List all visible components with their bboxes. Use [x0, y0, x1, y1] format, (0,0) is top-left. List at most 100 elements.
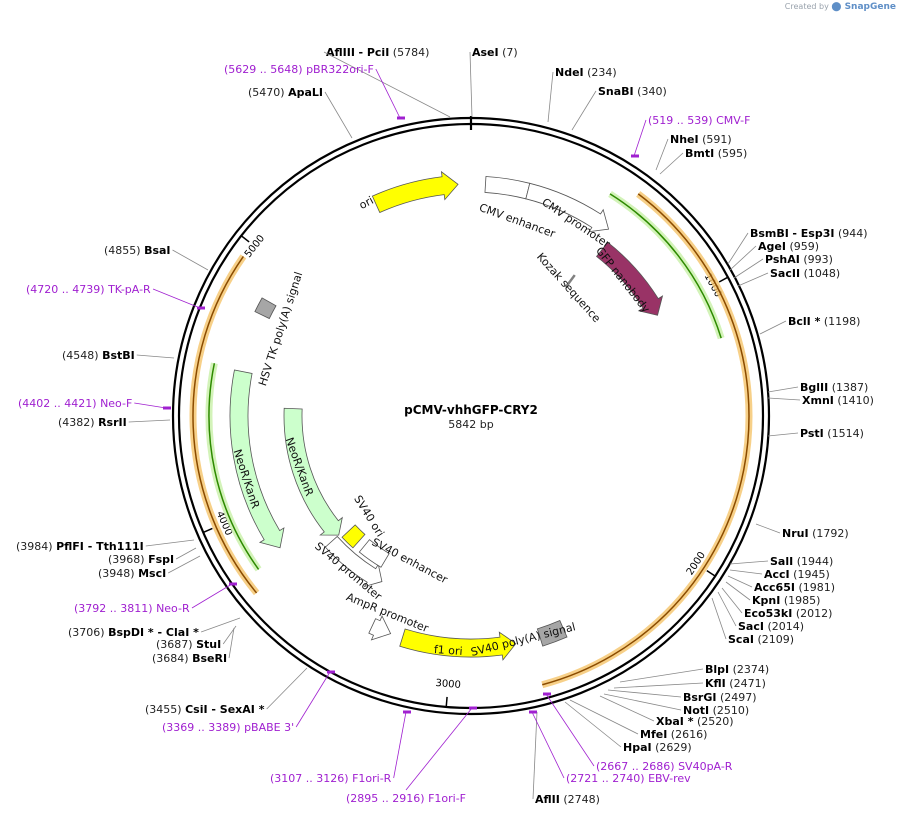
enzyme-site-blpi[interactable]: BlpI (2374) — [619, 663, 769, 683]
enzyme-position: (1514) — [827, 427, 864, 440]
feature-cmv-promoter[interactable] — [525, 182, 610, 233]
primer-pbabe-3[interactable]: (3369 .. 3389) pBABE 3' — [162, 670, 335, 735]
feature-ori[interactable] — [371, 170, 459, 214]
enzyme-position: (3455) — [145, 703, 182, 716]
primer-f1ori-r[interactable]: (3107 .. 3126) F1ori-R — [270, 710, 411, 786]
enzyme-site-afliii[interactable]: AflIII - PciI (5784) — [323, 46, 451, 118]
enzyme-label-eco53ki: Eco53kI (2012) — [744, 607, 832, 620]
enzyme-site-bglii[interactable]: BglII (1387) — [767, 381, 868, 394]
enzyme-site-sali[interactable]: SalI (1944) — [729, 555, 833, 568]
enzyme-site-xbai[interactable]: XbaI * (2520) — [599, 695, 734, 728]
enzyme-label-sali: SalI (1944) — [770, 555, 833, 568]
enzyme-site-stui[interactable]: (3687) StuI — [156, 625, 237, 651]
enzyme-leader-asei — [469, 51, 473, 118]
enzyme-site-bmti[interactable]: BmtI (595) — [659, 147, 747, 175]
enzyme-label-acci: AccI (1945) — [764, 568, 830, 581]
enzyme-site-pshai[interactable]: PshAI (993) — [733, 253, 833, 279]
enzyme-site-nhei[interactable]: NheI (591) — [655, 133, 732, 171]
enzyme-label-bcli: BclI * (1198) — [788, 315, 860, 328]
enzyme-site-snabi[interactable]: SnaBI (340) — [571, 85, 667, 131]
enzyme-name: PflFI — [56, 540, 84, 553]
enzyme-site-eco53ki[interactable]: Eco53kI (2012) — [721, 587, 832, 620]
enzyme-label-bsai: (4855) BsaI — [104, 244, 171, 257]
enzyme-site-bspdi[interactable]: (3706) BspDI * - ClaI * — [68, 617, 241, 639]
enzyme-site-nrui[interactable]: NruI (1792) — [755, 523, 849, 540]
enzyme-site-apali[interactable]: (5470) ApaLI — [248, 86, 353, 139]
tick-mark-1000 — [718, 276, 729, 283]
enzyme-site-ndei[interactable]: NdeI (234) — [547, 66, 617, 123]
feature-neor-kanr-outer[interactable] — [229, 369, 285, 549]
enzyme-label-msci: (3948) MscI — [98, 567, 166, 580]
enzyme-site-kfli[interactable]: KflI (2471) — [613, 677, 766, 690]
enzyme-name: AflII — [535, 793, 560, 806]
primer-neo-r[interactable]: (3792 .. 3811) Neo-R — [74, 582, 237, 616]
feature-sv40-enhancer[interactable] — [358, 539, 390, 568]
enzyme-site-pflfi[interactable]: (3984) PflFI - Tth111I — [16, 539, 195, 553]
enzyme-site-psti[interactable]: PstI (1514) — [767, 427, 864, 440]
enzyme-label-scai: ScaI (2109) — [728, 633, 794, 646]
enzyme-site-csii[interactable]: (3455) CsiI - SexAI * — [145, 667, 308, 716]
enzyme-position: (2510) — [713, 704, 750, 717]
enzyme-label-hpai: HpaI (2629) — [623, 741, 692, 754]
feature-kozak-sequence[interactable] — [564, 274, 576, 288]
feature-f1-ori[interactable] — [399, 628, 517, 661]
enzyme-site-kpni[interactable]: KpnI (1985) — [725, 581, 820, 607]
enzyme-label-pshai: PshAI (993) — [765, 253, 833, 266]
enzyme-site-sacii[interactable]: SacII (1048) — [737, 267, 840, 287]
enzyme-site-bstbi[interactable]: (4548) BstBI — [62, 349, 175, 362]
feature-sv40-promoter[interactable] — [324, 535, 383, 588]
primer-cmv-f[interactable]: (519 .. 539) CMV-F — [631, 114, 750, 158]
primer-mark-sv40pa-r — [543, 692, 551, 696]
feature-hsv-tk-poly-a-signal[interactable] — [254, 297, 277, 320]
created-by-text: Created by — [784, 2, 829, 11]
enzyme-site-hpai[interactable]: HpaI (2629) — [564, 701, 692, 754]
enzyme-site-rsrii[interactable]: (4382) RsrII — [58, 416, 171, 429]
enzyme-name: ApaLI — [288, 86, 323, 99]
enzyme-site-scai[interactable]: ScaI (2109) — [711, 597, 794, 646]
primer-mark-neo-r — [229, 582, 237, 586]
feature-sv40-ori[interactable] — [341, 524, 366, 549]
enzyme-site-asei[interactable]: AseI (7) — [469, 46, 518, 118]
enzyme-leader-noti — [603, 693, 682, 711]
enzyme-site-agei[interactable]: AgeI (959) — [729, 240, 819, 271]
enzyme-leader-xmni — [767, 397, 801, 401]
enzyme-label-bglii: BglII (1387) — [800, 381, 868, 394]
enzyme-site-bsai[interactable]: (4855) BsaI — [104, 244, 209, 271]
feature-neor-kanr-inner[interactable] — [283, 407, 343, 536]
primer-range: (3369 .. 3389) — [162, 721, 244, 734]
feature-cmv-enhancer[interactable] — [484, 176, 531, 200]
enzyme-label-afliii: AflIII - PciI (5784) — [326, 46, 429, 59]
enzyme-position: (2616) — [671, 728, 708, 741]
primer-f1ori-f[interactable]: (2895 .. 2916) F1ori-F — [346, 706, 477, 806]
enzyme-site-mfei[interactable]: MfeI (2616) — [569, 699, 708, 741]
enzyme-site-saci[interactable]: SacI (2014) — [717, 591, 804, 633]
enzyme-label-saci: SacI (2014) — [738, 620, 804, 633]
primer-range: (5629 .. 5648) — [224, 63, 306, 76]
enzyme-site-acc65i[interactable]: Acc65I (1981) — [727, 575, 835, 594]
enzyme-site-bsmbi[interactable]: BsmBI - Esp3I (944) — [727, 227, 868, 265]
enzyme-site-msci[interactable]: (3948) MscI — [98, 555, 201, 580]
enzyme-site-aflii[interactable]: AflII (2748) — [532, 711, 600, 806]
enzyme-site-bcli[interactable]: BclI * (1198) — [759, 315, 860, 335]
primer-sv40pa-r[interactable]: (2667 .. 2686) SV40pA-R — [543, 692, 733, 774]
primer-pbr322ori-f[interactable]: (5629 .. 5648) pBR322ori-F — [224, 63, 405, 120]
enzyme-label-snabi: SnaBI (340) — [598, 85, 667, 98]
enzyme-label-nhei: NheI (591) — [670, 133, 732, 146]
feature-ampr-promoter[interactable] — [368, 615, 392, 641]
feature-sv40-poly-a-signal[interactable] — [536, 620, 568, 647]
feature-gfp-nanobody[interactable] — [595, 241, 664, 316]
enzyme-site-bsrgi[interactable]: BsrGI (2497) — [607, 689, 757, 704]
primer-neo-f[interactable]: (4402 .. 4421) Neo-F — [18, 397, 171, 410]
enzyme-site-xmni[interactable]: XmnI (1410) — [767, 394, 874, 407]
enzyme-name: BsaI — [144, 244, 170, 257]
enzyme-label-ndei: NdeI (234) — [555, 66, 617, 79]
primer-ebv-rev[interactable]: (2721 .. 2740) EBV-rev — [529, 710, 691, 786]
primer-tk-pa-r[interactable]: (4720 .. 4739) TK-pA-R — [26, 283, 205, 310]
enzyme-site-fspi[interactable]: (3968) FspI — [108, 547, 197, 566]
primer-leader-cmv-f — [633, 119, 647, 157]
primer-leader-sv40pa-r — [545, 693, 595, 767]
enzyme-position: (2012) — [796, 607, 833, 620]
enzyme-site-bseri[interactable]: (3684) BseRI — [152, 627, 235, 665]
enzyme-site-acci[interactable]: AccI (1945) — [729, 568, 830, 581]
enzyme-site-noti[interactable]: NotI (2510) — [603, 693, 750, 717]
